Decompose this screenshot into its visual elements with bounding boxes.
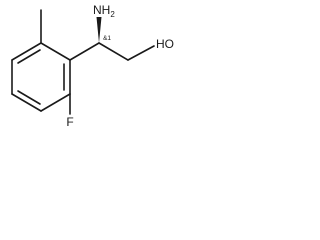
amine-atom-label: NH2 — [93, 3, 115, 19]
chiral-to-ch2-bond — [98, 42, 129, 61]
ring-double-bond — [17, 49, 41, 64]
wedge-bond-amine — [96, 17, 102, 43]
hydroxyl-atom-label: HO — [156, 37, 174, 51]
ring-bond — [11, 42, 42, 61]
stereo-annotation: &1 — [103, 35, 111, 42]
ring-bond — [40, 42, 71, 61]
ring-double-bond — [17, 90, 41, 105]
chemical-structure-diagram: F NH2 &1 HO — [11, 3, 174, 129]
ch2-to-oh-bond — [127, 45, 155, 61]
ring-bond — [40, 93, 71, 112]
ring-bond — [11, 93, 42, 112]
benzene-ring — [11, 42, 71, 112]
fluorine-atom-label: F — [66, 115, 73, 129]
ring-to-chiral-bond — [69, 42, 100, 61]
